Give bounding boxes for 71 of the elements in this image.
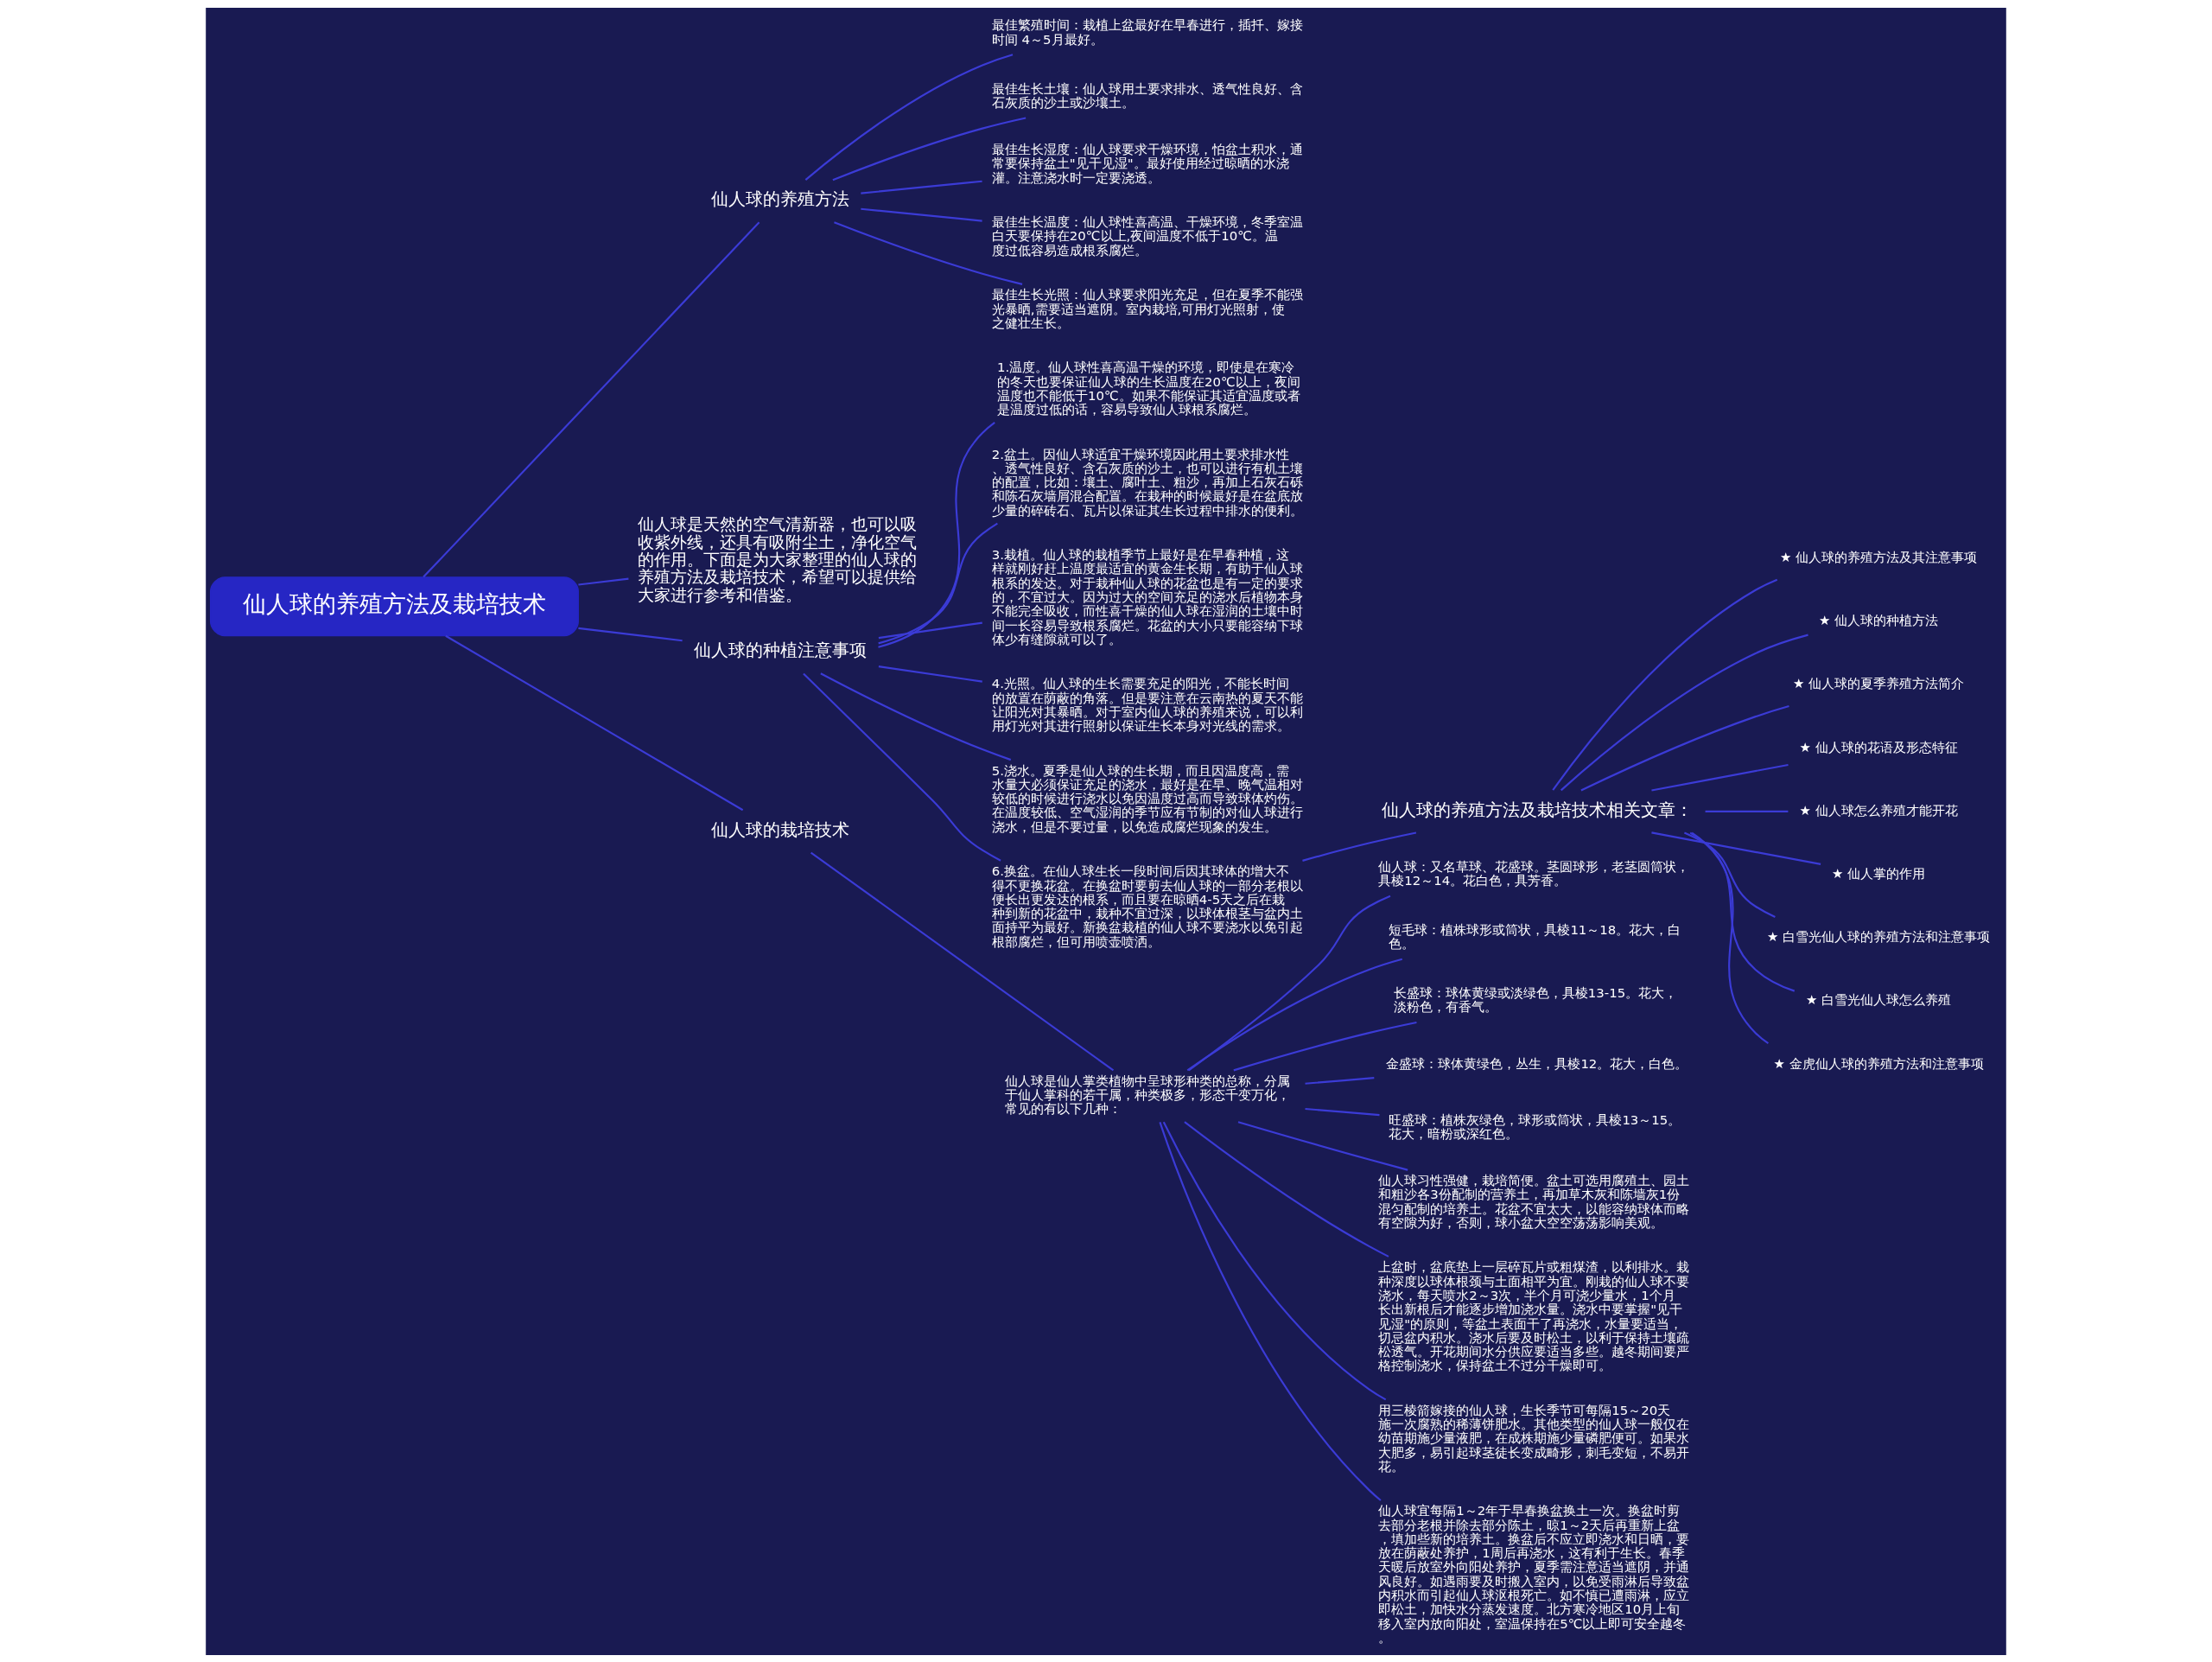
connector	[578, 627, 683, 641]
connector	[1159, 1121, 1382, 1501]
connector	[878, 621, 982, 639]
connector	[834, 220, 1023, 285]
connector	[1651, 831, 1821, 865]
node-text: 长盛球：球体黄绿或淡绿色，具棱13-15。花大，淡粉色，有香气。	[1393, 984, 1678, 1015]
node-text: 仙人球的养殖方法	[711, 188, 850, 209]
node-text: ★ 仙人球的养殖方法及其注意事项	[1779, 549, 1978, 565]
connector	[878, 665, 982, 683]
connector	[578, 577, 629, 586]
connector	[1684, 831, 1776, 918]
node-text: 仙人球的栽培技术	[711, 818, 850, 840]
connector	[1580, 704, 1789, 791]
node-text: 旺盛球：植株灰绿色，球形或筒状，具棱13～15。花大，暗粉或深红色。	[1389, 1111, 1681, 1142]
node-text: 最佳生长温度：仙人球性喜高温、干燥环境，冬季室温白天要保持在20℃以上,夜间温度不低于10℃。温度过低容易造成根系腐烂。	[991, 213, 1303, 258]
connector	[1184, 1120, 1389, 1258]
node-text: ★ 仙人球的种植方法	[1818, 612, 1939, 628]
node-text: 上盆时，盆底垫上一层碎瓦片或粗煤渣，以利排水。栽种深度以球体根颈与土面相平为宜。刚栽的仙人球不要浇水，每天喷水2～3次，半个月可浇少量水，1个月长出新根后才能逐步增加浇水量。浇水中要掌握"见干见湿"的原则，等盆土表面干了再浇水，水量要适当，切忌盆内积水。浇水后要及时松土，以利于保持土壤疏松透气。开花期间水分供应要适当多些。越冬期间要严格控制浇水，保持盆土不过分干燥即可。	[1378, 1258, 1690, 1373]
node-text: 5.浇水。夏季是仙人球的生长期，而且因温度高，需水量大必须保证充足的浇水，最好是在早、晚气温相对较低的时候进行浇水以免因温度过高而导致球体灼伤。在温度较低、空气湿润的季节应有节制的对仙人球进行浇水，但是不要过量，以免造成腐烂现象的发生。	[991, 762, 1303, 835]
node-text: 仙人球宜每隔1～2年于早春换盆换土一次。换盆时剪去部分老根并除去部分陈土，晾1～2天后再重新上盆，填加些新的培养土。换盆后不应立即浇水和日晒，要放在荫蔽处养护，1周后再浇水，这有利于生长。春季天暖后放室外向阳处养护，夏季需注意适当遮阴，并通风良好。如遇雨要及时搬入室内，以免受雨淋后导致盆内积水而引起仙人球沤根死亡。如不慎已遭雨淋，应立即松土，加快水分蒸发速度。北方寒冷地区10月上旬移入室内放向阳处，室温保持在5℃以上即可安全越冬。	[1378, 1502, 1690, 1646]
connector	[804, 53, 1014, 181]
connector	[803, 672, 1001, 862]
connector	[861, 180, 982, 194]
connector	[1689, 831, 1796, 992]
connector	[1237, 1120, 1408, 1171]
connector	[832, 116, 1027, 181]
connector	[878, 421, 995, 648]
node-text: 仙人球习性强健，栽培简便。盆土可选用腐殖土、园土和粗沙各3份配制的营养土，再加草木灰和陈墙灰1份混匀配制的培养土。花盆不宜太大，以能容纳球体而略有空隙为好，否则，球小盆大空空荡荡影响美观。	[1378, 1172, 1690, 1231]
node-text: 用三棱箭嫁接的仙人球，生长季节可每隔15～20天施一次腐熟的稀薄饼肥水。其他类型的仙人球一般仅在幼苗期施少量液肥，在成株期施少量磷肥便可。如果水大肥多，易引起球茎徒长变成畸形，刺毛变短，不易开花。	[1378, 1402, 1690, 1474]
node-text: 仙人球的养殖方法及栽培技术相关文章：	[1381, 799, 1693, 820]
node-text: ★ 仙人球的花语及形态特征	[1799, 739, 1958, 755]
connector	[1233, 1021, 1417, 1071]
node-text: ★ 仙人球怎么养殖才能开花	[1799, 802, 1958, 818]
connector	[878, 522, 998, 644]
connector	[820, 672, 1012, 761]
connector	[1560, 634, 1808, 791]
connector	[423, 220, 760, 577]
node-text: 最佳生长土壤：仙人球用土要求排水、透气性良好、含石灰质的沙土或沙壤土。	[991, 80, 1303, 111]
node-text: ★ 白雪光仙人球的养殖方法和注意事项	[1766, 928, 1991, 945]
connector	[1552, 578, 1778, 791]
node-text: ★ 金虎仙人球的养殖方法和注意事项	[1773, 1055, 1984, 1072]
connector	[1651, 763, 1789, 792]
node-text: 最佳生长光照：仙人球要求阳光充足，但在夏季不能强光暴晒,需要适当遮阴。室内栽培,可用灯光照射，使之健壮生长。	[991, 286, 1303, 331]
node-text: 1.温度。仙人球性喜高温干燥的环境，即使是在寒冷的冬天也要保证仙人球的生长温度在20℃以上，夜间温度也不能低于10℃。如果不能保证其适宜温度或者是温度过低的话，容易导致仙人球根系腐烂。	[996, 359, 1300, 417]
node-text: 6.换盆。在仙人球生长一段时间后因其球体的增大不得不更换花盆。在换盆时要剪去仙人球的一部分老根以便长出更发达的根系，而且要在晾晒4-5天之后在栽种到新的花盆中，栽种不宜过深，以球体根茎与盆内土面持平为最好。新换盆栽植的仙人球不要浇水以免引起根部腐烂，但可用喷壶喷洒。	[991, 863, 1303, 950]
connector	[1302, 831, 1417, 862]
node-text: 金盛球：球体黄绿色，丛生，具棱12。花大，白色。	[1386, 1055, 1688, 1072]
node-text: 仙人球是仙人掌类植物中呈球形种类的总称，分属于仙人掌科的若干属，种类极多，形态千变万化，常见的有以下几种：	[1005, 1073, 1291, 1117]
node-text: ★ 仙人球的夏季养殖方法简介	[1792, 675, 1965, 691]
node-text: 仙人球的种植注意事项	[694, 639, 868, 660]
connector	[1162, 1121, 1387, 1400]
connector	[1186, 958, 1403, 1071]
connector	[861, 207, 982, 222]
connector	[1691, 831, 1770, 1044]
node-text: 仙人球是天然的空气清新器，也可以吸收紫外线，还具有吸附尘土，净化空气的作用。下面是为大家整理的仙人球的养殖方法及栽培技术，希望可以提供给大家进行参考和借鉴。	[638, 513, 918, 604]
node-text: 最佳生长湿度：仙人球要求干燥环境，怕盆土积水，通常要保持盆土"见干见湿"。最好使用经过晾晒的水浇灌。注意浇水时一定要浇透。	[991, 141, 1303, 186]
node-text: 4.光照。仙人球的生长需要充足的阳光，不能长时间的放置在荫蔽的角落。但是要注意在云南热的夏天不能让阳光对其暴晒。对于室内仙人球的养殖来说，可以利用灯光对其进行照射以保证生长本身对光线的需求。	[991, 675, 1303, 734]
connector	[1188, 895, 1391, 1071]
connector	[1305, 1107, 1380, 1116]
node-text: 仙人球：又名草球、花盛球。茎圆球形，老茎圆筒状，具棱12～14。花白色，具芳香。	[1378, 858, 1690, 888]
connector	[1705, 810, 1789, 812]
node-text: 短毛球：植株球形或筒状，具棱11～18。花大，白色。	[1389, 921, 1681, 952]
connector	[810, 851, 1115, 1071]
node-text: 最佳繁殖时间：栽植上盆最好在早春进行，插扦、嫁接时间 4～5月最好。	[991, 16, 1303, 48]
node-box: 仙人球的养殖方法及栽培技术	[209, 576, 579, 636]
node-text: ★ 白雪光仙人球怎么养殖	[1805, 991, 1952, 1008]
connector	[1305, 1076, 1375, 1085]
connector	[445, 634, 744, 811]
node-text: 2.盆土。因仙人球适宜干燥环境因此用土要求排水性、透气性良好、含石灰质的沙土，也可以进行有机土壤的配置，比如：壤土、腐叶土、粗沙，再加上石灰石砾和陈石灰墙屑混合配置。在栽种的时候最好是在盆底放少量的碎砖石、瓦片以保证其生长过程中排水的便利。	[991, 446, 1303, 519]
node-text: 3.栽植。仙人球的栽植季节上最好是在早春种植，这样就刚好赶上温度最适宜的黄金生长期，有助于仙人球根系的发达。对于栽种仙人球的花盆也是有一定的要求的，不宜过大。因为过大的空间充足的浇水后植物本身不能完全吸收，而性喜干燥的仙人球在湿润的土壤中时间一长容易导致根系腐烂。花盆的大小只要能容纳下球体少有缝隙就可以了。	[991, 546, 1303, 647]
node-text: ★ 仙人掌的作用	[1831, 865, 1926, 882]
